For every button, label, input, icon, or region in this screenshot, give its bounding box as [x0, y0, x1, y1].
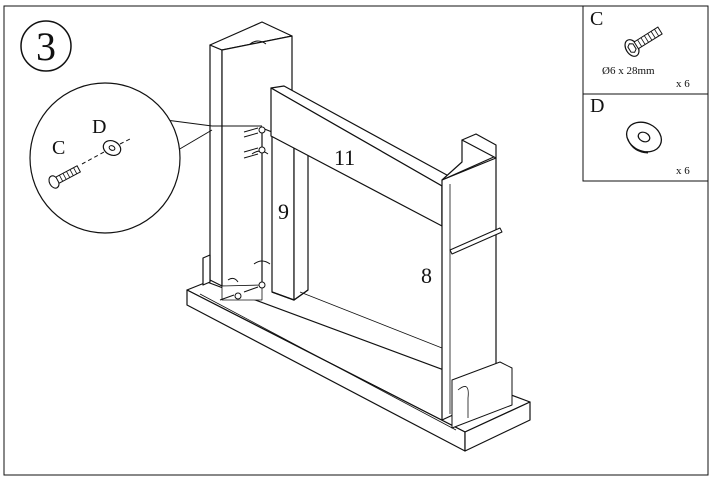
fireplace-frame: [186, 21, 531, 452]
part-c-size: Ø6 x 28mm: [602, 65, 655, 77]
detail-circle: [29, 82, 181, 234]
step-badge: 3: [20, 20, 72, 72]
step-circle: [20, 20, 72, 72]
label-right-side: 8: [421, 263, 432, 288]
detail-callout: D C: [29, 82, 262, 234]
fitted-hardware: [219, 40, 271, 301]
washer-icon: [625, 121, 663, 154]
part-c-qty: x 6: [676, 78, 690, 90]
page-frame: [3, 5, 709, 476]
part-c-letter: C: [590, 8, 603, 30]
detail-bolt-label: C: [52, 137, 65, 159]
callout-leader: [165, 119, 262, 127]
detail-washer-icon: [102, 140, 122, 156]
leg-panel-9: [271, 133, 309, 301]
label-top-rail: 11: [334, 145, 355, 170]
right-side-panel-8: [441, 133, 513, 429]
bolt-icon: [624, 26, 663, 57]
detail-washer-label: D: [92, 116, 106, 138]
parts-legend: C Ø6 x 28mm x 6 D x 6: [582, 5, 709, 182]
label-left-leg: 9: [278, 199, 289, 224]
detail-bolt-icon: [48, 165, 82, 189]
part-d-qty: x 6: [676, 165, 690, 177]
part-d-letter: D: [590, 95, 604, 117]
step-number: 3: [36, 24, 56, 69]
